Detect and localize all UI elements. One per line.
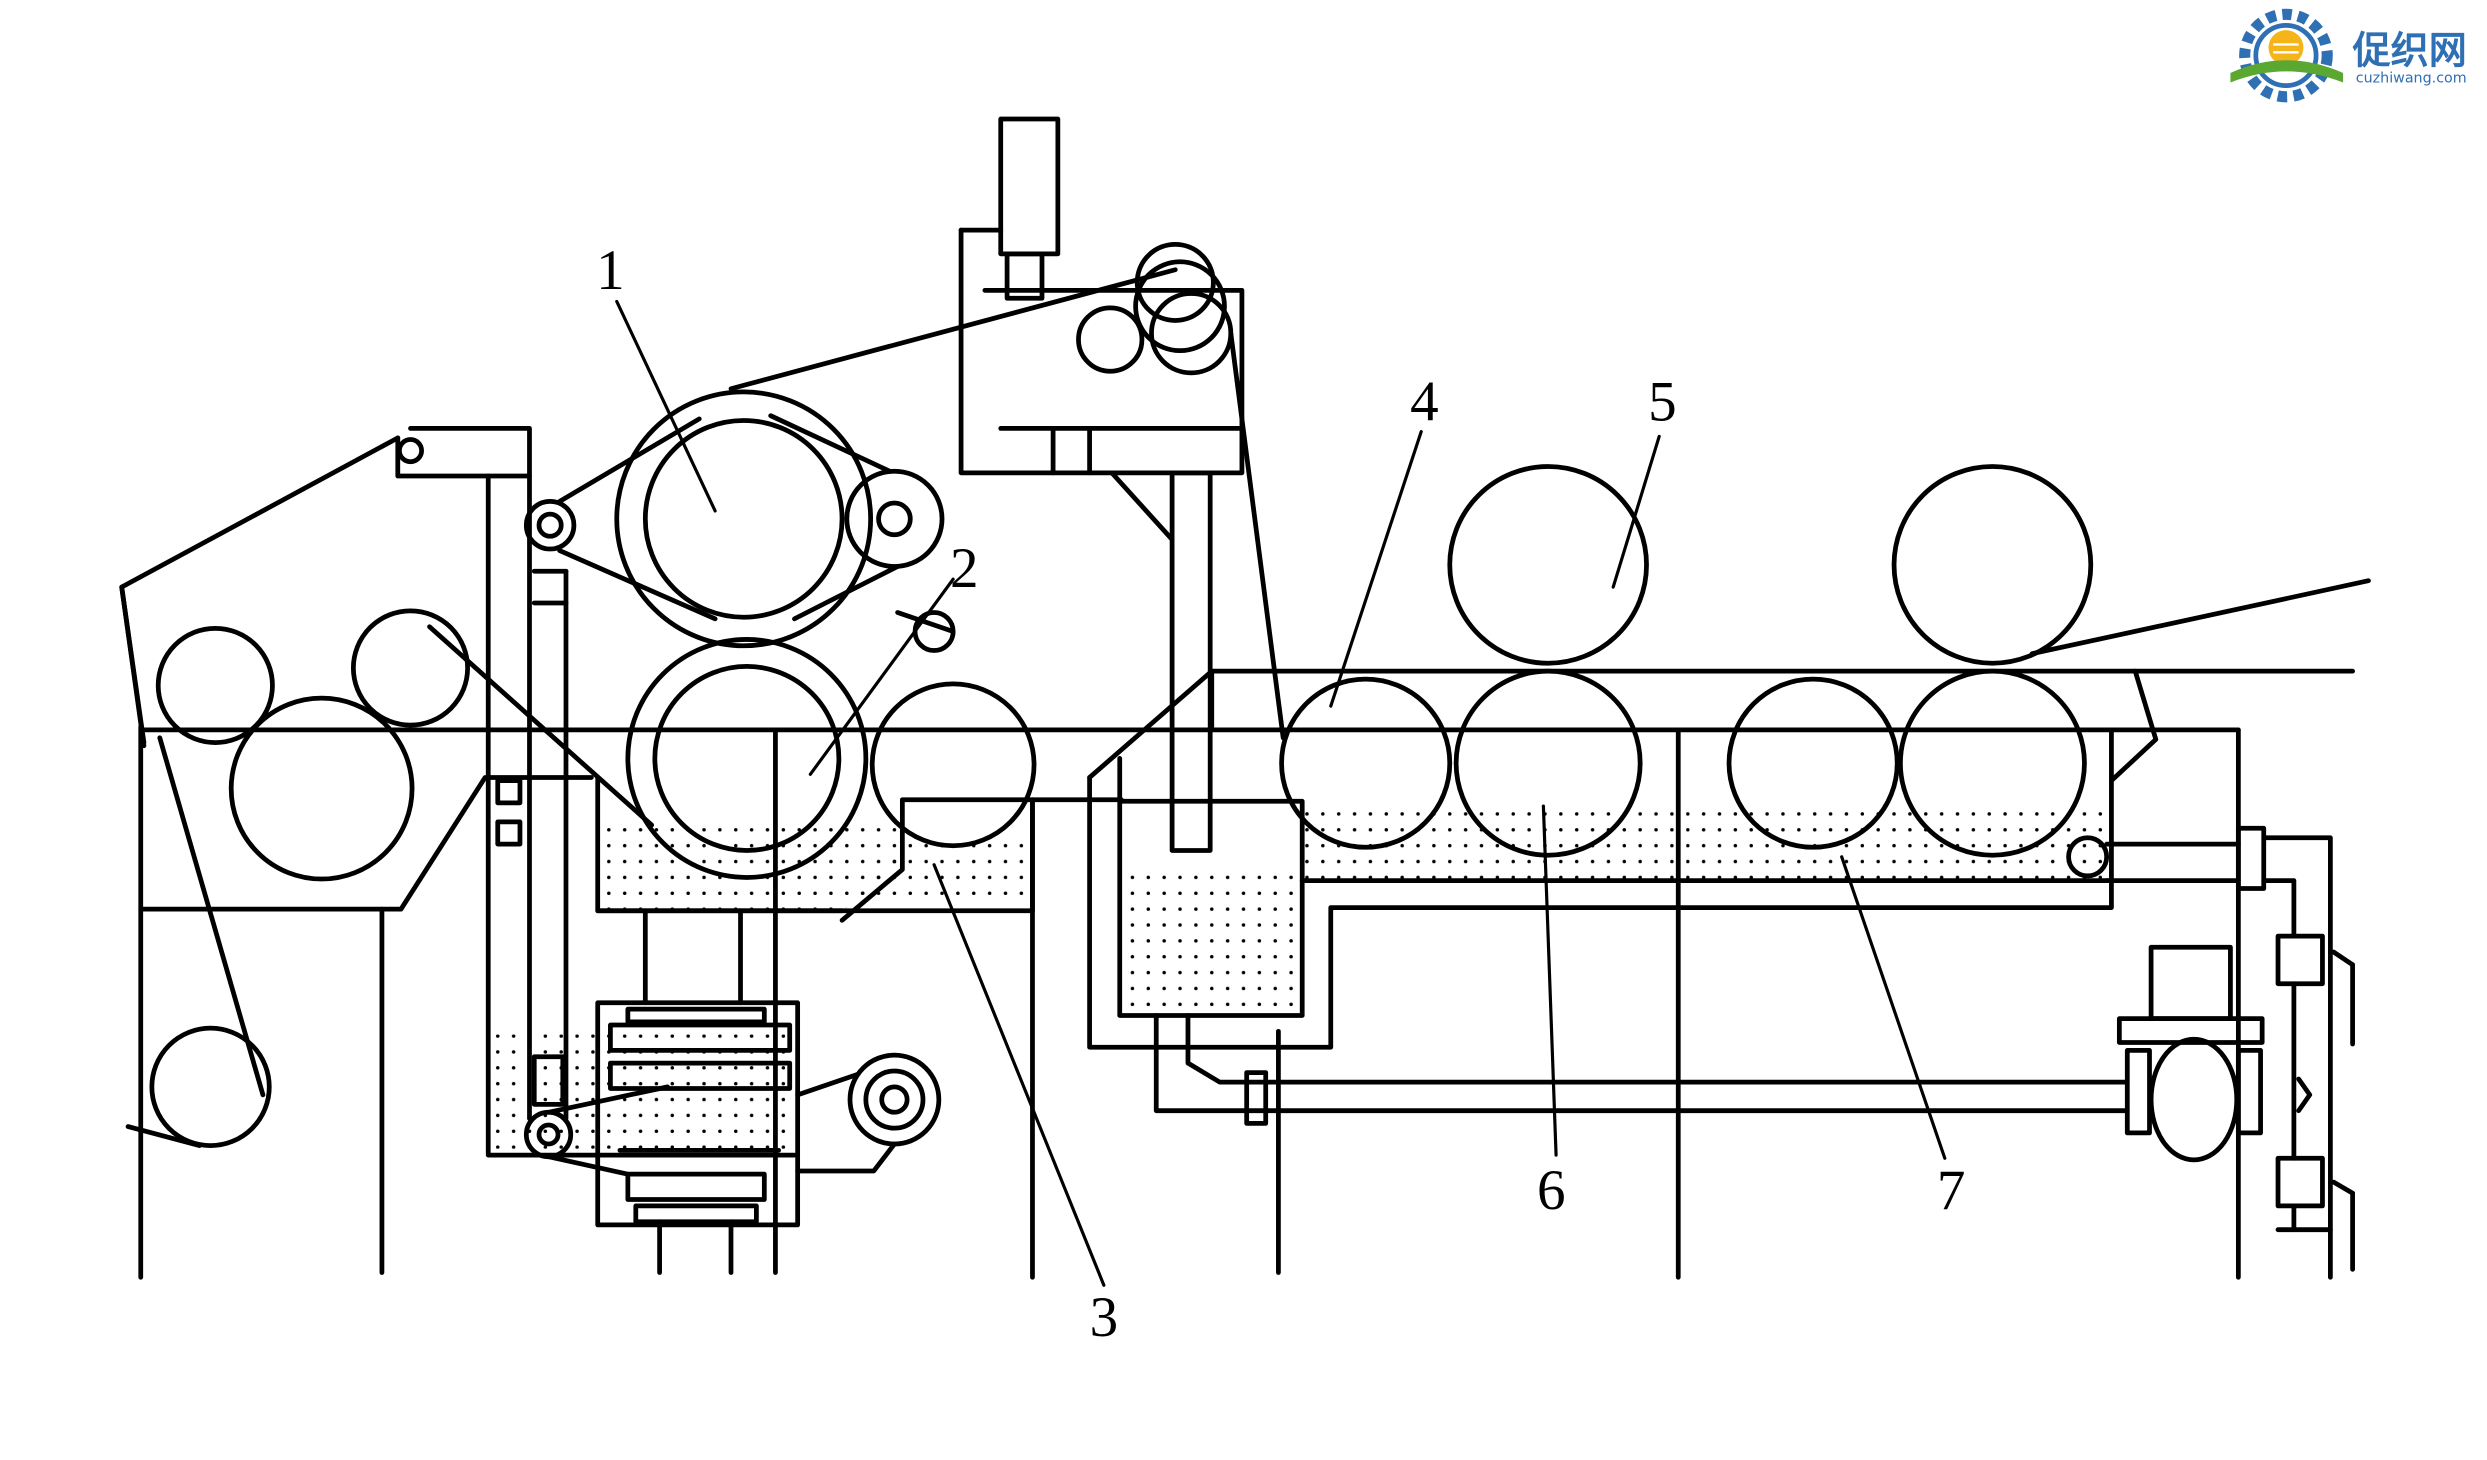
wash-roller-7a xyxy=(1726,676,1900,850)
pipes xyxy=(1153,1013,2130,1126)
leader-7 xyxy=(1840,855,1947,1160)
liquid-fills xyxy=(494,809,2107,1149)
feed-roller-upper-left xyxy=(155,625,275,745)
logo-url: cuzhiwang.com xyxy=(2356,71,2467,87)
leader-3 xyxy=(932,863,1106,1287)
drive-roller-1 xyxy=(523,389,945,649)
feed-roller-upper-right xyxy=(350,608,470,728)
number-labels: 1 2 3 4 5 6 7 xyxy=(596,239,1965,1349)
top-mechanism xyxy=(958,116,1245,853)
padder-roller-small xyxy=(869,681,1037,849)
feed-roller-bottom xyxy=(149,1025,272,1148)
leader-2 xyxy=(808,577,955,776)
leader-1 xyxy=(615,299,717,513)
fabric-path xyxy=(141,267,2371,828)
right-end xyxy=(2066,668,2355,1280)
tank xyxy=(1087,668,2114,1275)
label-1: 1 xyxy=(596,239,625,302)
logo: 促织网 cuzhiwang.com xyxy=(2230,8,2467,103)
sun-icon xyxy=(2268,30,2304,66)
swoosh-icon xyxy=(2230,60,2344,83)
support-column xyxy=(485,473,797,1158)
logo-name: 促织网 xyxy=(2352,28,2467,72)
padder-roller-inner xyxy=(652,664,842,853)
feed-roller-large xyxy=(228,695,415,882)
wash-rollers xyxy=(1279,464,2094,1280)
tank-liquid xyxy=(1119,864,1301,1016)
padder-roller-large xyxy=(625,637,869,880)
leader-lines xyxy=(615,299,1947,1287)
label-3: 3 xyxy=(1090,1286,1119,1349)
left-rollers xyxy=(149,608,470,1148)
leader-4 xyxy=(1329,429,1423,708)
padding-rollers xyxy=(625,637,1037,1275)
left-feed-frame xyxy=(119,426,594,1280)
pump xyxy=(2116,944,2265,1163)
leader-6 xyxy=(1541,804,1558,1157)
lower-mechanism xyxy=(523,908,942,1275)
label-2: 2 xyxy=(950,537,979,600)
squeeze-roller-5b xyxy=(1891,464,2094,666)
label-6: 6 xyxy=(1537,1159,1566,1222)
squeeze-roller-5a xyxy=(1447,464,1649,666)
label-7: 7 xyxy=(1937,1159,1966,1222)
trough-liquid-mid xyxy=(851,840,1030,902)
wash-roller-6 xyxy=(1453,668,1643,858)
wash-roller-4 xyxy=(1279,676,1453,850)
wash-roller-7b xyxy=(1898,668,2087,858)
label-4: 4 xyxy=(1410,370,1439,433)
leader-5 xyxy=(1611,434,1661,589)
label-5: 5 xyxy=(1648,370,1677,433)
